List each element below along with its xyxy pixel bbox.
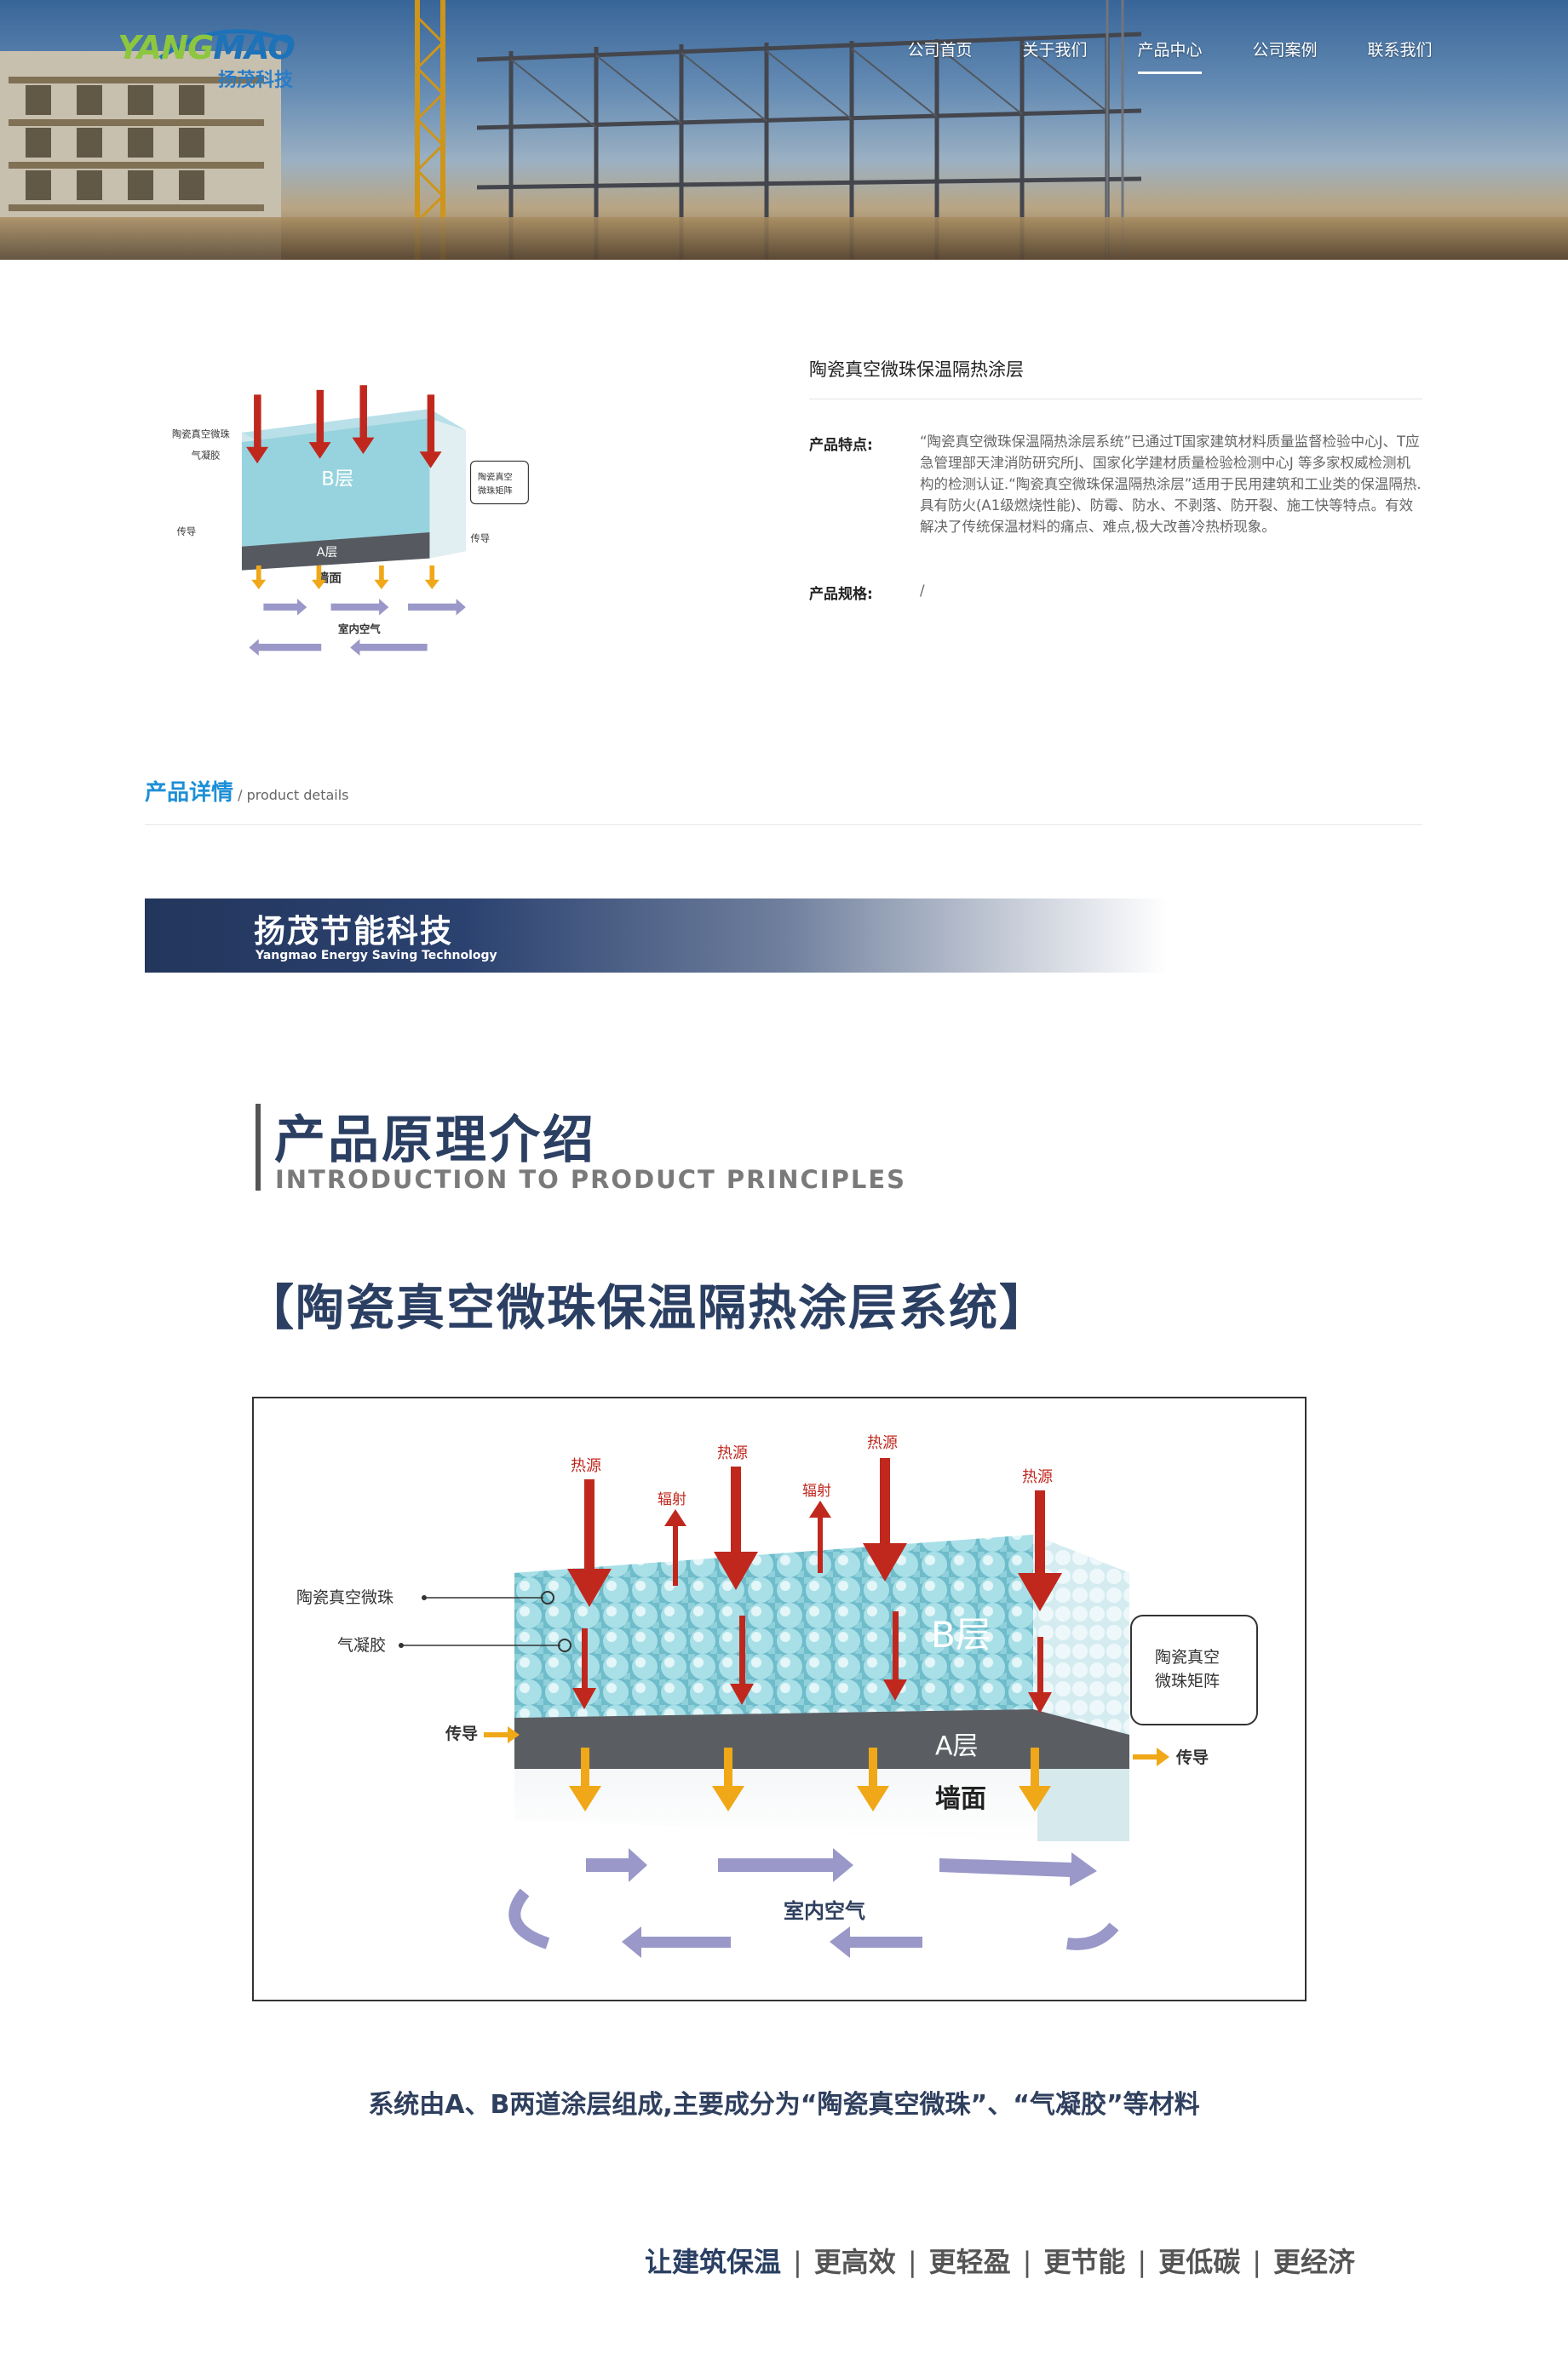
spec-value: / — [920, 583, 925, 599]
features-label: 产品特点: — [809, 437, 873, 454]
conduction-arrow-icon — [1019, 1748, 1051, 1811]
radiation-arrow-icon — [809, 1501, 831, 1573]
heat-arrow-icon — [1018, 1490, 1062, 1611]
indoor-air-label: 室内空气 — [784, 1899, 865, 1923]
heat-source-label: 热源 — [1022, 1468, 1053, 1486]
heat-arrow-icon — [714, 1467, 758, 1590]
heat-arrow-icon — [730, 1616, 754, 1705]
heat-source-label: 热源 — [717, 1444, 748, 1462]
hero-header: YANGMAO 扬茂科技 公司首页 关于我们 产品中心 公司案例 联系我们 — [0, 0, 1568, 260]
layer-b-front — [514, 1535, 1033, 1718]
slogan-item: 更低碳 — [1158, 2246, 1241, 2278]
brand-logo[interactable]: YANGMAO 扬茂科技 — [118, 24, 296, 92]
conduction-arrow-icon — [857, 1748, 889, 1811]
air-arrow-icon — [622, 1926, 731, 1958]
conduction-arrow-icon — [569, 1748, 601, 1811]
air-arrow-icon — [830, 1926, 922, 1958]
product-title: 陶瓷真空微珠保温隔热涂层 — [809, 359, 1024, 380]
heat-arrow-icon — [567, 1479, 612, 1607]
matrix-label-1: 陶瓷真空 — [1155, 1648, 1220, 1667]
conduction-label-right: 传导 — [1175, 1748, 1209, 1767]
svg-text:B层: B层 — [321, 468, 353, 490]
spec-label: 产品规格: — [809, 586, 873, 603]
layer-b-side — [1033, 1535, 1129, 1735]
product-thumbnail-diagram[interactable]: A层 墙面 B层 陶瓷真空微珠 气凝胶 传导 传导 陶瓷真空 微珠矩阵 室内 — [158, 366, 754, 698]
aerogel-label: 气凝胶 — [337, 1636, 386, 1655]
diagram-thumb: A层 墙面 B层 陶瓷真空微珠 气凝胶 传导 传导 陶瓷真空 微珠矩阵 室内 — [172, 385, 529, 656]
svg-text:陶瓷真空: 陶瓷真空 — [478, 472, 513, 483]
slogan-item: 更轻盈 — [928, 2246, 1011, 2278]
layer-a — [514, 1709, 1129, 1769]
wall-layer — [514, 1769, 1129, 1841]
svg-text:陶瓷真空微珠: 陶瓷真空微珠 — [172, 428, 230, 440]
details-divider — [145, 824, 1422, 825]
wall-label: 墙面 — [935, 1784, 986, 1814]
beads-label: 陶瓷真空微珠 — [296, 1588, 393, 1607]
main-nav: 公司首页 关于我们 产品中心 公司案例 联系我们 — [882, 37, 1457, 74]
logo-text-blue: MAO — [213, 29, 295, 66]
construction-scene-image — [0, 0, 1568, 260]
air-arrow-icon — [1066, 1922, 1119, 1950]
heat-source-label: 热源 — [571, 1457, 601, 1475]
heat-arrow-icon — [572, 1628, 596, 1709]
company-banner: 扬茂节能科技 Yangmao Energy Saving Technology — [145, 898, 1422, 973]
system-description: 系统由A、B两道涂层组成,主要成分为“陶瓷真空微珠”、“气凝胶”等材料 — [368, 2090, 1200, 2120]
nav-products[interactable]: 产品中心 — [1112, 37, 1227, 74]
banner-title-cn: 扬茂节能科技 — [254, 913, 453, 950]
svg-text:室内空气: 室内空气 — [338, 623, 381, 635]
slogan-item: 更高效 — [813, 2246, 896, 2278]
principle-diagram: B层 A层 墙面 热源 热源 热源 热源 辐射 辐射 — [296, 1434, 1258, 1958]
logo-text-green: YANG — [118, 29, 214, 66]
nav-contact[interactable]: 联系我们 — [1367, 41, 1433, 60]
radiation-arrow-icon — [664, 1509, 686, 1586]
nav-about[interactable]: 关于我们 — [1022, 41, 1088, 60]
product-details-heading: 产品详情 / product details — [145, 775, 349, 807]
svg-text:传导: 传导 — [177, 526, 197, 537]
section-accent-bar — [256, 1104, 261, 1191]
heat-arrow-icon — [863, 1458, 907, 1582]
matrix-callout — [1130, 1615, 1258, 1725]
matrix-label-2: 微珠矩阵 — [1155, 1672, 1220, 1691]
svg-text:A层: A层 — [317, 545, 338, 560]
principles-title-cn: 产品原理介绍 — [274, 1111, 596, 1170]
air-arrow-icon — [718, 1848, 853, 1882]
principles-title-en: INTRODUCTION TO PRODUCT PRINCIPLES — [275, 1165, 907, 1194]
nav-cases[interactable]: 公司案例 — [1252, 41, 1318, 60]
system-title: 【陶瓷真空微珠保温隔热涂层系统】 — [245, 1280, 1049, 1336]
layer-a-label: A层 — [935, 1731, 979, 1761]
slogan-item: 更经济 — [1272, 2246, 1355, 2278]
svg-text:传导: 传导 — [471, 533, 491, 544]
layer-b-label: B层 — [931, 1614, 991, 1656]
heat-arrow-icon — [1028, 1637, 1052, 1714]
conduction-arrow-icon — [1133, 1748, 1169, 1766]
slogan-item: 让建筑保温 — [645, 2246, 782, 2278]
principle-diagram-frame: B层 A层 墙面 热源 热源 热源 热源 辐射 辐射 — [252, 1397, 1307, 2001]
radiation-label: 辐射 — [658, 1491, 686, 1508]
svg-text:微珠矩阵: 微珠矩阵 — [478, 485, 513, 496]
details-title-cn: 产品详情 — [145, 780, 234, 806]
features-text: “陶瓷真空微珠保温隔热涂层系统”已通过T国家建筑材料质量监督检验中心J、T应急管… — [920, 433, 1422, 535]
radiation-label: 辐射 — [802, 1483, 831, 1500]
banner-title-en: Yangmao Energy Saving Technology — [256, 949, 497, 962]
slogan: 让建筑保温|更高效|更轻盈|更节能|更低碳|更经济 — [645, 2246, 1355, 2278]
heat-arrow-icon — [883, 1611, 907, 1701]
details-title-en: / product details — [238, 787, 349, 803]
air-arrow-icon — [508, 1888, 550, 1949]
conduction-arrow-icon — [712, 1748, 744, 1811]
air-arrow-icon — [939, 1852, 1097, 1886]
slogan-item: 更节能 — [1043, 2246, 1126, 2278]
nav-home[interactable]: 公司首页 — [907, 41, 973, 60]
heat-source-label: 热源 — [867, 1434, 898, 1452]
conduction-label-left: 传导 — [445, 1724, 478, 1743]
logo-swoosh-icon — [158, 29, 289, 60]
svg-text:气凝胶: 气凝胶 — [192, 450, 221, 462]
air-arrow-icon — [586, 1848, 647, 1882]
logo-cn-text: 扬茂科技 — [218, 70, 294, 91]
